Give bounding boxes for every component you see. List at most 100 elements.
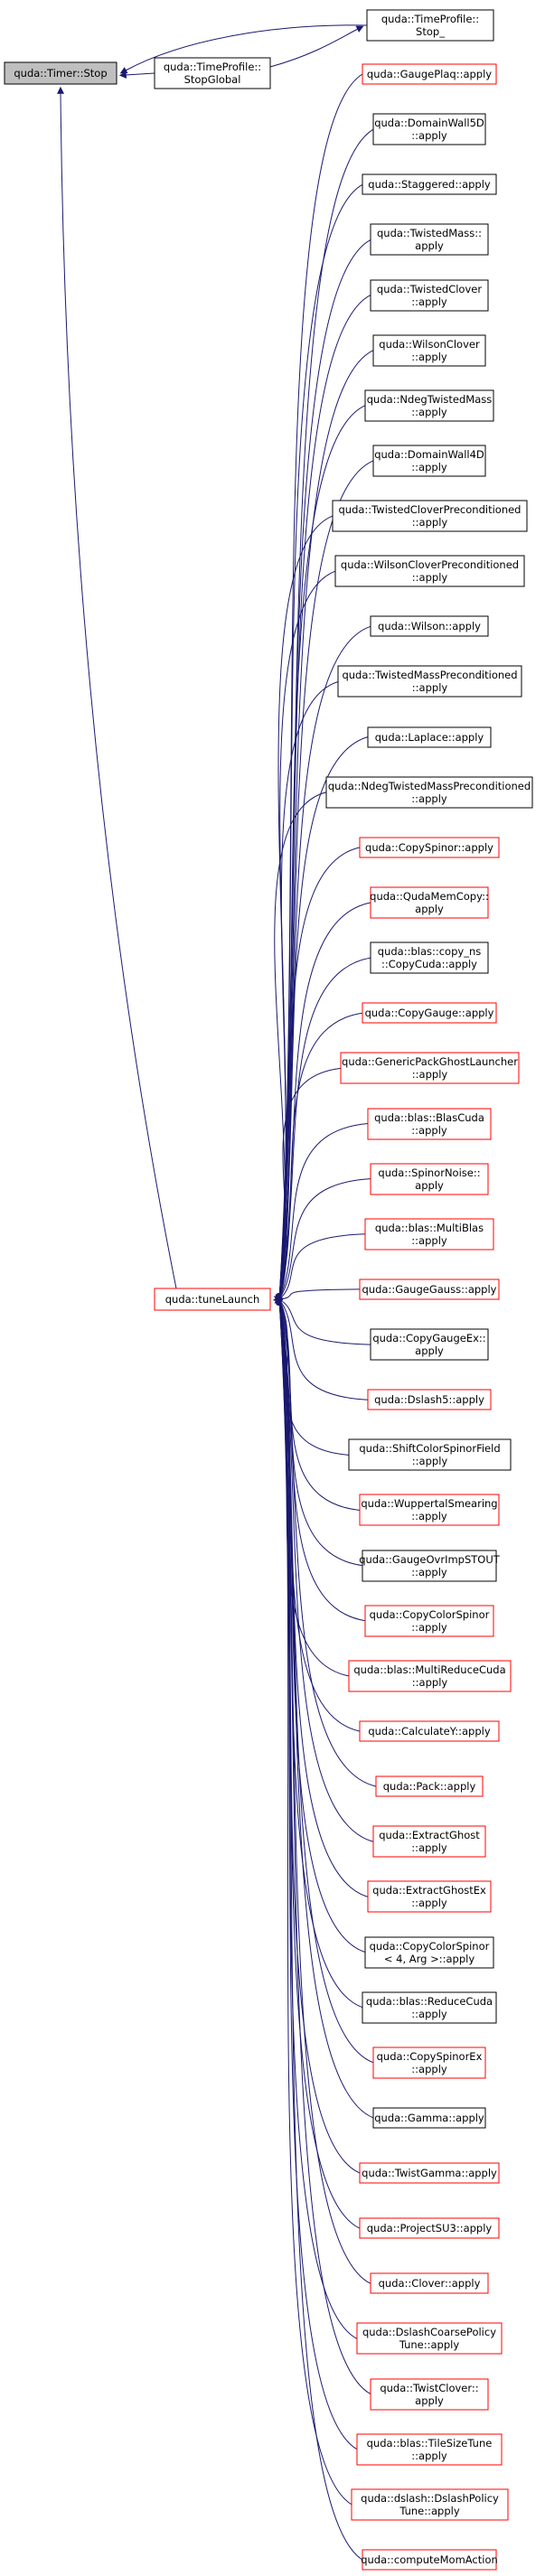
node-quda-wilsonclover-apply-box [372,334,486,367]
node-quda-wuppertalsmearing-apply-box [359,1494,500,1526]
node-quda-dslashcoarsepolicytune-apply-label-line: quda::DslashCoarsePolicy [362,2326,496,2338]
node-quda-copygaugeex-apply-label-line: quda::CopyGaugeEx:: [372,1332,485,1344]
node-quda-wilsoncloverpreconditioned-apply[interactable]: quda::WilsonCloverPreconditioned::apply [334,555,525,587]
node-quda-domainwall5d-apply-box [372,113,486,145]
node-quda-copyspinor-apply-label-line: quda::CopySpinor::apply [365,841,493,854]
edge-quda-laplace-apply-to-tunelaunch [276,736,369,1307]
node-quda-copyspinorex-apply[interactable]: quda::CopySpinorEx::apply [372,2047,486,2079]
node-quda-calculatey-apply-label-line: quda::CalculateY::apply [368,1725,490,1738]
node-quda-calculatey-apply[interactable]: quda::CalculateY::apply [359,1720,500,1742]
node-quda-staggered-apply-box [362,173,497,195]
node-quda-blas-blascuda-apply-box [367,1108,492,1140]
node-timer-stop-label-line: quda::Timer::Stop [14,67,107,80]
node-quda-blas-tilesizetune-apply[interactable]: quda::blas::TileSizeTune::apply [356,2433,503,2466]
node-timer-stop-box [4,61,117,85]
node-quda-computemomaction[interactable]: quda::computeMomAction [361,2549,498,2571]
node-tunelaunch[interactable]: quda::tuneLaunch [154,1288,271,1311]
node-quda-qudamemcopy-apply[interactable]: quda::QudaMemCopy::apply [370,886,489,919]
node-timeprofile-stopglobal-box [154,57,271,89]
edge-quda-copyspinor-apply-to-tunelaunch [276,847,361,1307]
node-quda-gaugegauss-apply-box [359,1279,500,1300]
edge-quda-ndegtwistedmass-apply-to-tunelaunch [276,405,366,1307]
node-quda-ndegtwistedmass-apply[interactable]: quda::NdegTwistedMass::apply [364,389,494,422]
node-quda-staggered-apply[interactable]: quda::Staggered::apply [362,173,497,195]
node-timer-stop[interactable]: quda::Timer::Stop [4,61,117,85]
node-quda-twistedmasspreconditioned-apply-label-line: quda::TwistedMassPreconditioned [342,669,517,681]
node-quda-blas-copy-ns-copycuda-apply[interactable]: quda::blas::copy_ns::CopyCuda::apply [370,941,489,974]
node-quda-extractghost-apply-label-line: ::apply [411,1841,447,1854]
node-quda-ndegtwistedmasspreconditioned-apply[interactable]: quda::NdegTwistedMassPreconditioned::app… [325,776,533,809]
node-quda-extractghost-apply-label-line: quda::ExtractGhost [379,1829,480,1841]
node-quda-gaugeovrimpstout-apply-label-line: ::apply [411,1566,447,1578]
node-quda-gaugeplaq-apply-box [362,63,497,85]
node-quda-wuppertalsmearing-apply-label-line: ::apply [411,1510,447,1522]
edge-quda-dslash5-apply-to-tunelaunch [275,1294,369,1400]
node-quda-extractghostex-apply[interactable]: quda::ExtractGhostEx::apply [367,1880,492,1913]
node-quda-dslash5-apply-box [367,1389,492,1410]
node-quda-twistedcloverpreconditioned-apply[interactable]: quda::TwistedCloverPreconditioned::apply [332,500,528,532]
node-quda-pack-apply[interactable]: quda::Pack::apply [375,1775,484,1797]
node-quda-twistclover-apply[interactable]: quda::TwistClover::apply [370,2378,489,2411]
node-quda-clover-apply-box [370,2272,489,2294]
node-quda-qudamemcopy-apply-label-line: apply [415,903,444,915]
node-quda-gamma-apply[interactable]: quda::Gamma::apply [372,2107,486,2129]
node-quda-spinornoise-apply[interactable]: quda::SpinorNoise::apply [370,1163,489,1195]
node-quda-twistgamma-apply[interactable]: quda::TwistGamma::apply [359,2162,500,2184]
node-quda-twistedmass-apply[interactable]: quda::TwistedMass::apply [370,223,489,256]
node-quda-copyspinor-apply[interactable]: quda::CopySpinor::apply [359,837,500,858]
node-quda-spinornoise-apply-box [370,1163,489,1195]
node-quda-domainwall4d-apply[interactable]: quda::DomainWall4D::apply [372,445,486,477]
node-quda-gaugegauss-apply-label-line: quda::GaugeGauss::apply [362,1283,497,1296]
edge-quda-gamma-apply-to-tunelaunch [276,1292,374,2119]
node-quda-shiftcolorspinorfield-apply[interactable]: quda::ShiftColorSpinorField::apply [348,1438,512,1471]
node-quda-laplace-apply[interactable]: quda::Laplace::apply [367,726,492,748]
node-tunelaunch-box [154,1288,271,1311]
node-quda-wilsonclover-apply[interactable]: quda::WilsonClover::apply [372,334,486,367]
node-quda-domainwall5d-apply-label-line: ::apply [411,129,447,142]
node-quda-gaugegauss-apply[interactable]: quda::GaugeGauss::apply [359,1279,500,1300]
node-quda-qudamemcopy-apply-label-line: quda::QudaMemCopy:: [370,890,489,903]
node-quda-wilson-apply[interactable]: quda::Wilson::apply [370,615,489,637]
node-quda-blas-reducecuda-apply-label-line: quda::blas::ReduceCuda [366,1995,493,2008]
node-quda-clover-apply[interactable]: quda::Clover::apply [370,2272,489,2294]
node-quda-copygaugeex-apply[interactable]: quda::CopyGaugeEx::apply [370,1328,489,1361]
node-timeprofile-stop-box [366,9,494,42]
node-timeprofile-stopglobal[interactable]: quda::TimeProfile::StopGlobal [154,57,271,89]
node-quda-domainwall5d-apply[interactable]: quda::DomainWall5D::apply [372,113,486,145]
node-quda-genericpackghostlauncher-apply[interactable]: quda::GenericPackGhostLauncher::apply [340,1052,520,1084]
node-quda-copycolorspinor-apply[interactable]: quda::CopyColorSpinor::apply [364,1605,494,1637]
node-quda-gaugeplaq-apply[interactable]: quda::GaugePlaq::apply [362,63,497,85]
node-quda-blas-multiblas-apply[interactable]: quda::blas::MultiBlas::apply [364,1218,494,1251]
node-quda-blas-reducecuda-apply[interactable]: quda::blas::ReduceCuda::apply [362,1991,497,2024]
node-quda-copygauge-apply[interactable]: quda::CopyGauge::apply [362,1002,497,1024]
node-quda-blas-multiblas-apply-label-line: quda::blas::MultiBlas [375,1222,484,1234]
node-quda-blas-multireducecuda-apply[interactable]: quda::blas::MultiReduceCuda::apply [348,1660,512,1692]
node-quda-pack-apply-box [375,1775,484,1797]
edge-timeprofile-stop-to-timer-stop [119,24,368,74]
node-timeprofile-stop-label-line: quda::TimeProfile:: [381,13,479,25]
node-quda-genericpackghostlauncher-apply-box [340,1052,520,1084]
node-quda-blas-blascuda-apply-label-line: quda::blas::BlasCuda [374,1111,484,1124]
node-quda-pack-apply-label-line: quda::Pack::apply [383,1780,476,1793]
node-quda-twistedclover-apply[interactable]: quda::TwistedClover::apply [370,279,489,312]
node-quda-spinornoise-apply-label-line: apply [415,1179,444,1192]
node-quda-twistedcloverpreconditioned-apply-box [332,500,528,532]
node-quda-blas-reducecuda-apply-box [362,1991,497,2024]
node-quda-copycolorspinor-4-arg-apply[interactable]: quda::CopyColorSpinor< 4, Arg >::apply [364,1936,494,1969]
node-quda-dslash5-apply[interactable]: quda::Dslash5::apply [367,1389,492,1410]
node-timeprofile-stop[interactable]: quda::TimeProfile::Stop_ [366,9,494,42]
node-quda-wuppertalsmearing-apply[interactable]: quda::WuppertalSmearing::apply [359,1494,500,1526]
node-quda-twistedcloverpreconditioned-apply-label-line: quda::TwistedCloverPreconditioned [339,503,522,516]
node-quda-blas-multireducecuda-apply-label-line: ::apply [412,1676,448,1689]
node-quda-projectsu3-apply[interactable]: quda::ProjectSU3::apply [359,2217,500,2239]
node-quda-extractghost-apply[interactable]: quda::ExtractGhost::apply [372,1825,486,1858]
node-quda-blas-blascuda-apply[interactable]: quda::blas::BlasCuda::apply [367,1108,492,1140]
node-quda-copyspinorex-apply-box [372,2047,486,2079]
node-quda-shiftcolorspinorfield-apply-box [348,1438,512,1471]
node-quda-genericpackghostlauncher-apply-label-line: quda::GenericPackGhostLauncher [342,1055,518,1068]
node-quda-gaugeovrimpstout-apply[interactable]: quda::GaugeOvrImpSTOUT::apply [359,1550,501,1582]
node-quda-dslash-dslashpolicytune-apply-label-line: quda::dslash::DslashPolicy [361,2492,499,2505]
node-quda-twistedmasspreconditioned-apply[interactable]: quda::TwistedMassPreconditioned::apply [337,665,522,698]
